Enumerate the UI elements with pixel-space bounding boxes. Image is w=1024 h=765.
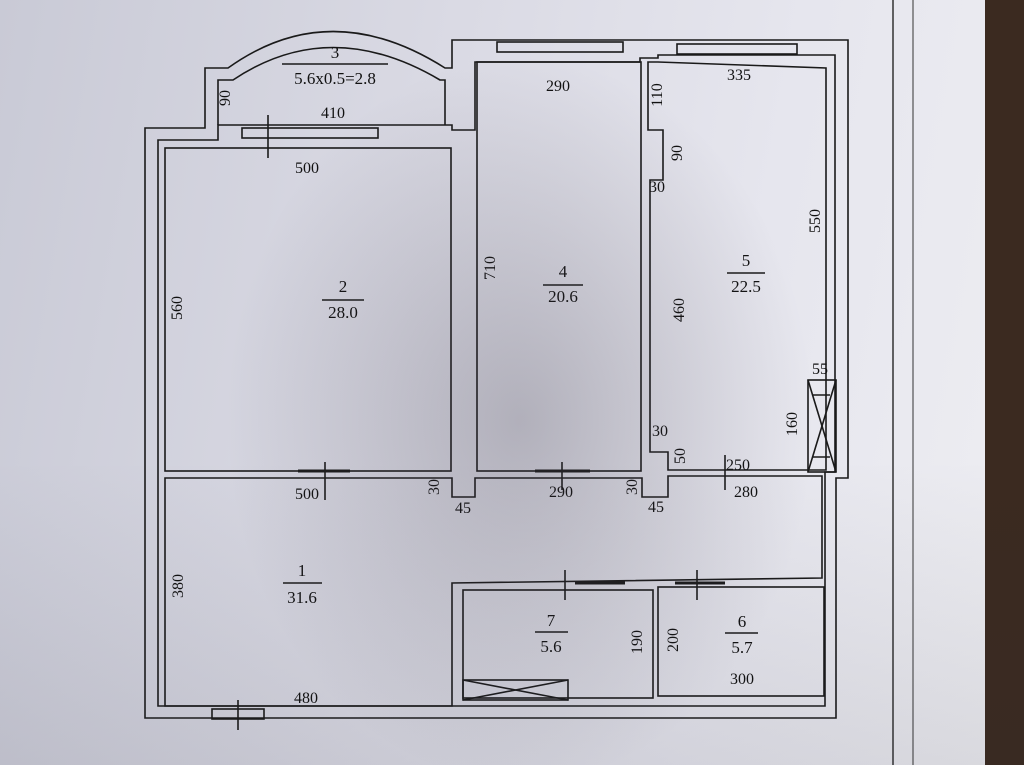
dim-room5-left: 460 bbox=[671, 298, 688, 322]
dim-room5-low-step: 50 bbox=[672, 448, 689, 464]
dim-room5-shaft-w: 55 bbox=[812, 361, 828, 378]
dim-room5-notch-top: 110 bbox=[649, 83, 666, 106]
dim-room7-side: 190 bbox=[629, 630, 646, 654]
window-room4 bbox=[496, 41, 624, 53]
dim-hall-right: 280 bbox=[734, 484, 758, 501]
dim-room4-side: 710 bbox=[482, 256, 499, 280]
room-3-number: 3 bbox=[331, 43, 340, 62]
window-room2 bbox=[241, 127, 379, 139]
dim-room4-top: 290 bbox=[546, 78, 570, 95]
shaft-box bbox=[807, 379, 837, 473]
room-5-area: 22.5 bbox=[731, 277, 761, 296]
dim-wall-b: 45 bbox=[455, 500, 471, 517]
room-2-number: 2 bbox=[339, 277, 348, 296]
room-4-area: 20.6 bbox=[548, 287, 578, 306]
dim-balcony-width: 410 bbox=[321, 105, 345, 122]
dim-room5-shaft-h: 160 bbox=[784, 412, 801, 436]
dim-wall-a: 30 bbox=[426, 479, 443, 495]
room-6-area: 5.7 bbox=[731, 638, 753, 657]
dim-balcony-side: 90 bbox=[217, 90, 234, 106]
dim-room2-side: 560 bbox=[169, 296, 186, 320]
room-6-number: 6 bbox=[738, 612, 747, 631]
room-4-number: 4 bbox=[559, 262, 568, 281]
dim-room2-bottom: 500 bbox=[295, 486, 319, 503]
outer-wall bbox=[144, 30, 849, 719]
room-1-outline bbox=[164, 475, 823, 707]
dim-room5-bottom: 250 bbox=[726, 457, 750, 474]
room-1-number: 1 bbox=[298, 561, 307, 580]
room-6-outline bbox=[657, 586, 825, 697]
dim-room1-bottom: 480 bbox=[294, 690, 318, 707]
dim-room5-notch-mid: 90 bbox=[669, 145, 686, 161]
room-7-number: 7 bbox=[547, 611, 556, 630]
dim-room5-notch-small: 30 bbox=[649, 179, 665, 196]
room-3-area: 5.6x0.5=2.8 bbox=[294, 69, 376, 88]
dim-room2-top: 500 bbox=[295, 160, 319, 177]
dim-room5-low-left: 30 bbox=[652, 423, 668, 440]
dim-room5-top: 335 bbox=[727, 67, 751, 84]
dim-room4-bottom: 290 bbox=[549, 484, 573, 501]
table-edge bbox=[985, 0, 1024, 765]
dim-wall-d: 45 bbox=[648, 499, 664, 516]
room-5-number: 5 bbox=[742, 251, 751, 270]
room-5-outline bbox=[647, 61, 827, 471]
room-2-outline bbox=[164, 147, 452, 472]
dim-room5-right: 550 bbox=[807, 209, 824, 233]
dim-wall-c: 30 bbox=[624, 479, 641, 495]
inner-wall-outline bbox=[157, 54, 836, 707]
room-1-area: 31.6 bbox=[287, 588, 317, 607]
dim-room6-side: 200 bbox=[665, 628, 682, 652]
room-7-area: 5.6 bbox=[540, 637, 561, 656]
balcony-inner bbox=[217, 46, 446, 125]
room-2-area: 28.0 bbox=[328, 303, 358, 322]
dim-room6-bottom: 300 bbox=[730, 671, 754, 688]
dim-room1-side: 380 bbox=[170, 574, 187, 598]
shaft-cross-2 bbox=[807, 379, 837, 473]
window-room5 bbox=[676, 43, 798, 55]
vent-box bbox=[462, 679, 569, 701]
vent-cross-2 bbox=[462, 679, 569, 701]
